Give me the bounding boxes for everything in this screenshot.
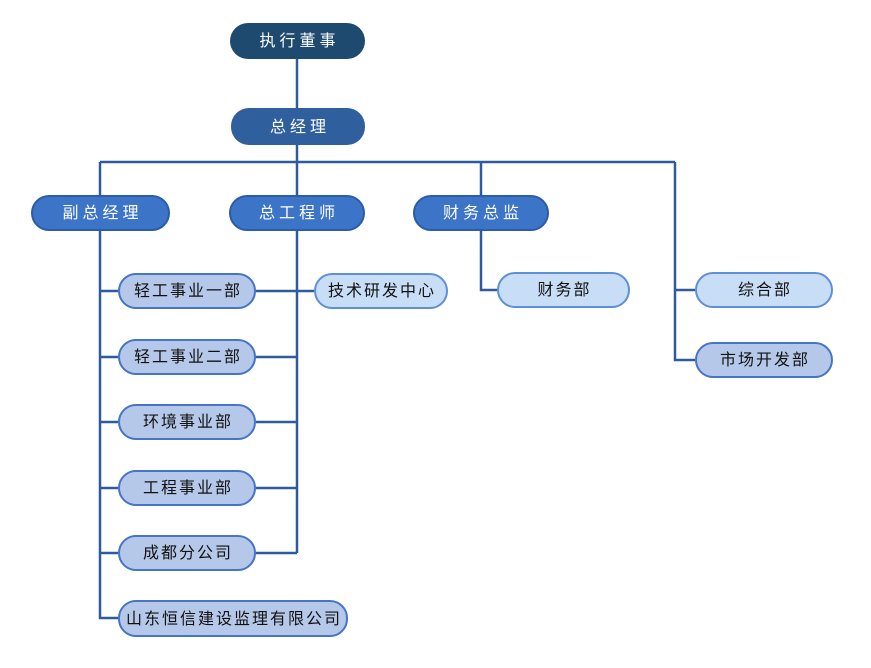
node-light-industry-div-1: 轻工事业一部 (118, 273, 256, 309)
node-general-affairs-dept: 综合部 (695, 272, 833, 308)
node-tech-rd-center: 技术研发中心 (314, 273, 448, 309)
connector-right-rail-to-market-dev (673, 162, 695, 362)
node-shandong-hengxin: 山东恒信建设监理有限公司 (118, 600, 348, 637)
node-engineering-div: 工程事业部 (118, 470, 256, 506)
node-light-industry-div-2: 轻工事业二部 (118, 339, 256, 375)
node-market-dev-dept: 市场开发部 (695, 342, 833, 378)
node-environment-div: 环境事业部 (118, 404, 256, 440)
connector-deputy-gm-rail (98, 231, 118, 620)
node-general-manager: 总经理 (231, 108, 365, 145)
node-executive-director: 执行董事 (230, 23, 365, 59)
connector-finance-director-to-finance-dept (479, 231, 497, 292)
node-finance-dept: 财务部 (497, 272, 630, 308)
node-finance-director: 财务总监 (413, 195, 549, 231)
node-chief-engineer: 总工程师 (229, 195, 365, 231)
node-deputy-general-manager: 副总经理 (31, 195, 170, 231)
node-chengdu-branch: 成都分公司 (118, 535, 256, 571)
